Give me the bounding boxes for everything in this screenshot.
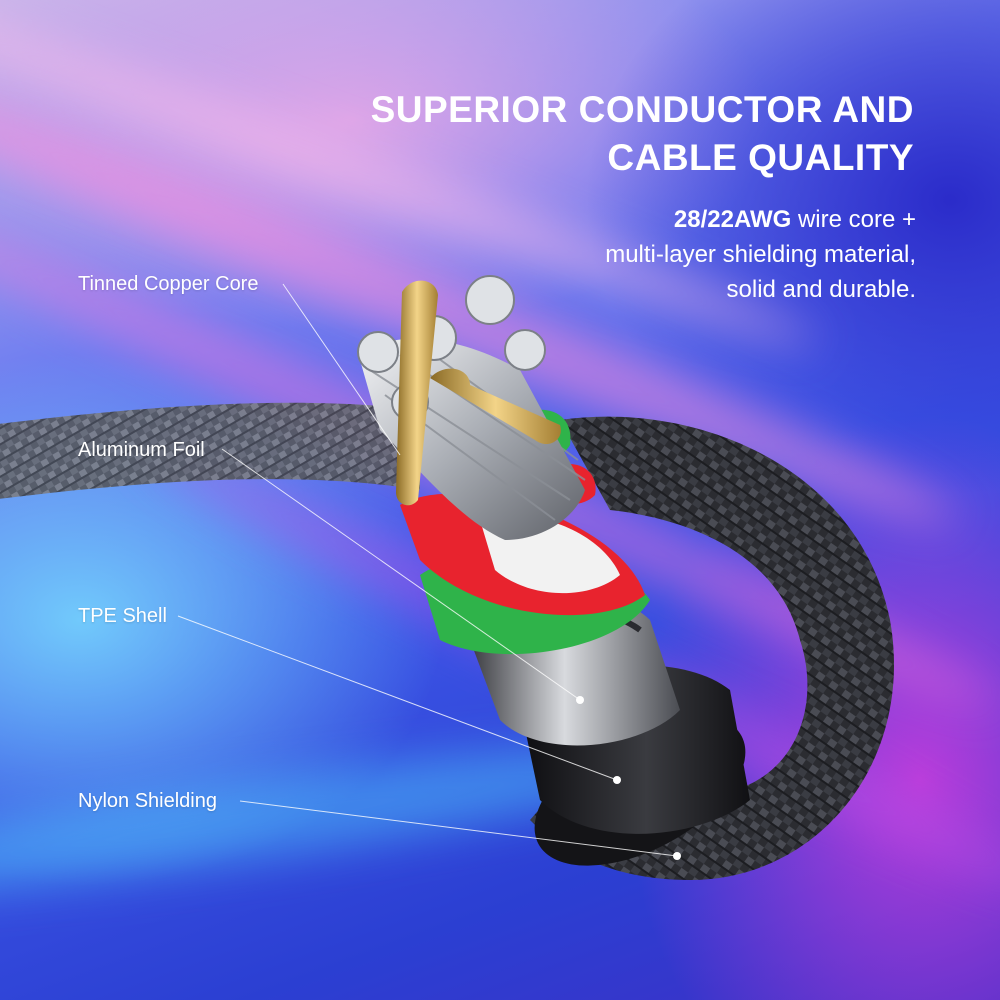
description-line-1: 28/22AWG wire core +: [396, 202, 916, 237]
description-line-2: multi-layer shielding material,: [605, 241, 916, 268]
leader-dot: [673, 852, 681, 860]
leader-line: [177, 615, 618, 781]
feature-description: 28/22AWG wire core + multi-layer shieldi…: [396, 202, 916, 307]
label-tinned-copper-core: Tinned Copper Core: [78, 273, 259, 295]
description-line-1-rest: wire core +: [791, 206, 916, 233]
label-tpe-shell: TPE Shell: [78, 605, 167, 627]
label-aluminum-foil: Aluminum Foil: [78, 439, 205, 461]
leader-line: [239, 800, 678, 857]
leader-line: [221, 448, 581, 701]
headline: SUPERIOR CONDUCTOR AND CABLE QUALITY: [294, 86, 914, 182]
headline-line-1: SUPERIOR CONDUCTOR AND: [370, 89, 914, 130]
headline-line-2: CABLE QUALITY: [607, 137, 914, 178]
description-line-3: solid and durable.: [726, 276, 916, 303]
awg-spec: 28/22AWG: [673, 206, 792, 233]
label-nylon-shielding: Nylon Shielding: [78, 790, 217, 812]
leader-line: [282, 283, 401, 456]
leader-dot: [576, 696, 584, 704]
leader-dot: [613, 776, 621, 784]
